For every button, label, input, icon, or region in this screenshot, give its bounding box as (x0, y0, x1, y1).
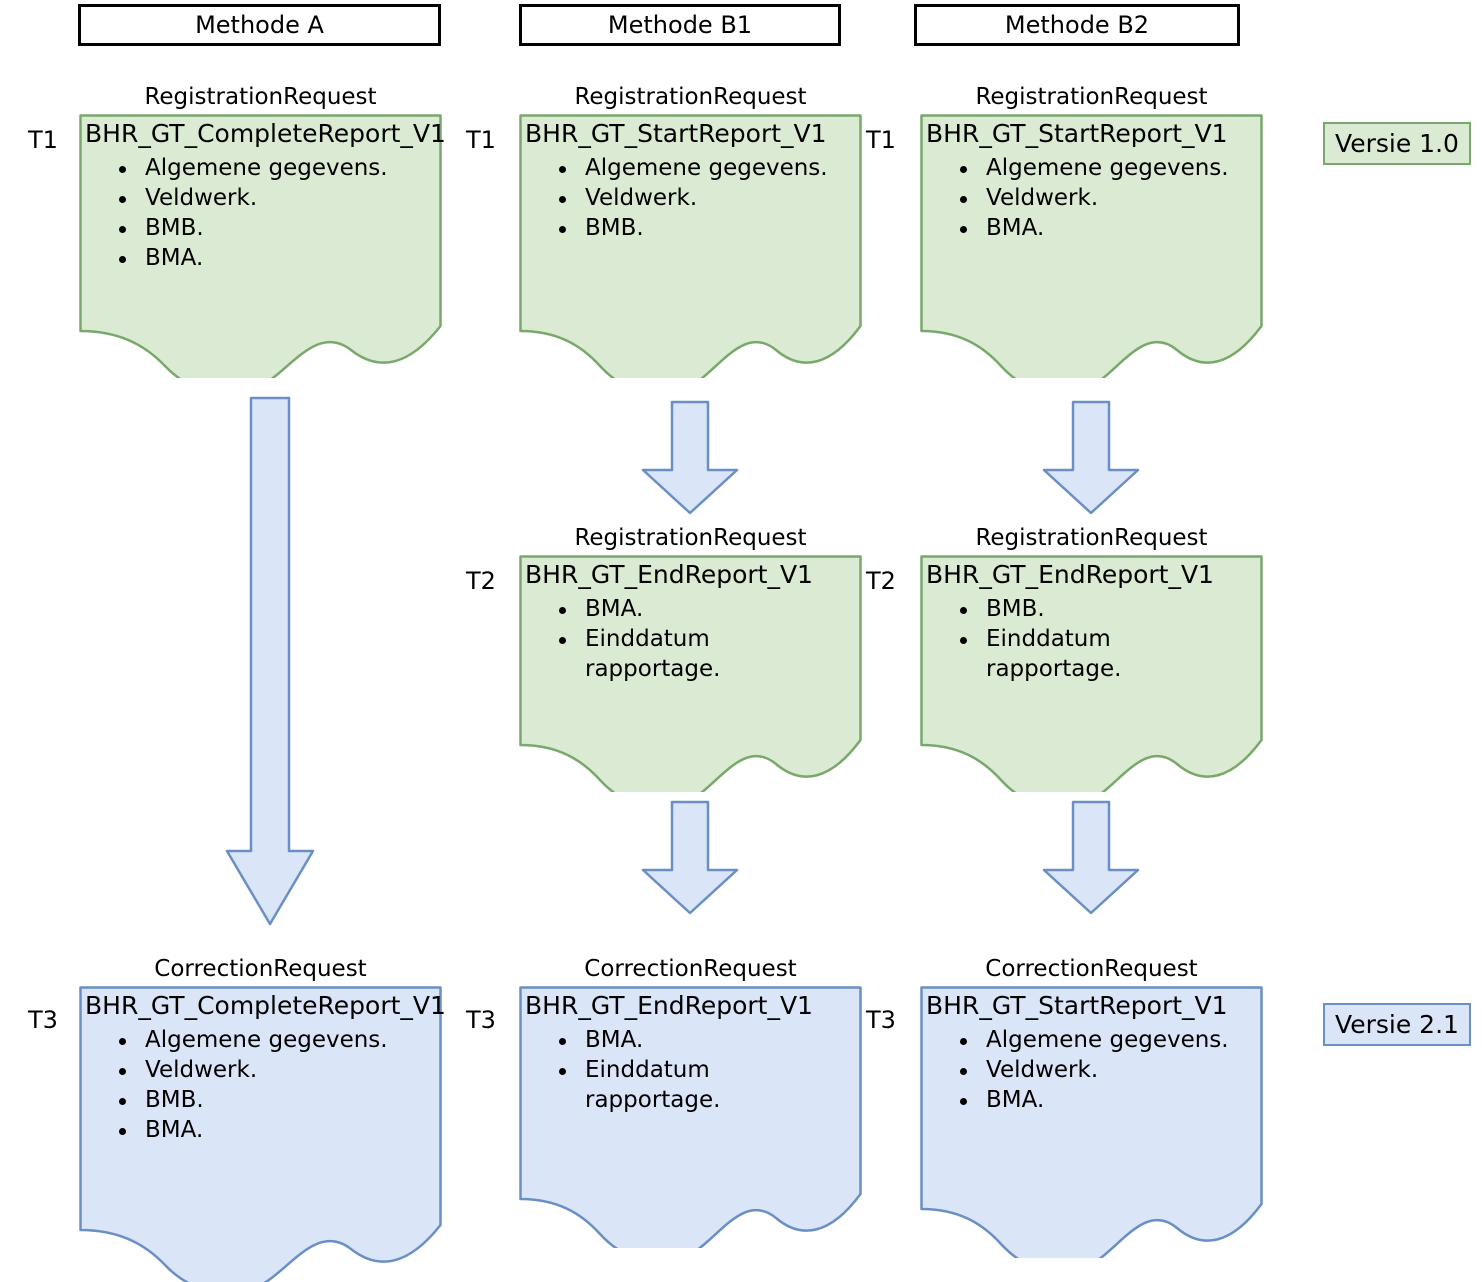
list-item: BMA. (119, 1116, 440, 1146)
card-b2-t1-shape (920, 114, 1263, 378)
card-a-t3-shape (79, 986, 442, 1282)
list-item: Algemene gegevens. (559, 154, 860, 184)
version-badge-1-0-label: Versie 1.0 (1335, 129, 1459, 158)
card-a-t3-list: Algemene gegevens. Veldwerk. BMB. BMA. (85, 1026, 440, 1146)
list-item: Algemene gegevens. (119, 1026, 440, 1056)
card-b1-t3-title: CorrectionRequest (584, 956, 797, 982)
card-b2-t2: RegistrationRequest BHR_GT_EndReport_V1 … (920, 527, 1263, 792)
list-item: Einddatum rapportage. (960, 625, 1156, 685)
version-badge-2-1-label: Versie 2.1 (1335, 1010, 1459, 1039)
time-label-b1-t3: T3 (466, 1006, 496, 1034)
time-label-b2-t1: T1 (866, 126, 896, 154)
card-b1-t2: RegistrationRequest BHR_GT_EndReport_V1 … (519, 527, 862, 792)
list-item: BMB. (119, 214, 440, 244)
flow-arrow-b2-t1-to-t2 (1041, 400, 1141, 515)
list-item: Einddatum rapportage. (559, 625, 755, 685)
card-a-t3: CorrectionRequest BHR_GT_CompleteReport_… (79, 956, 446, 1282)
list-item: Veldwerk. (559, 184, 860, 214)
card-b1-t1-name: BHR_GT_StartReport_V1 (525, 119, 827, 148)
card-a-t1-shape (79, 114, 442, 378)
list-item: BMB. (559, 214, 860, 244)
card-b2-t3-name: BHR_GT_StartReport_V1 (926, 991, 1228, 1020)
version-badge-1-0: Versie 1.0 (1323, 122, 1471, 165)
time-label-a-t3: T3 (28, 1006, 58, 1034)
method-header-a: Methode A (78, 4, 441, 46)
time-label-b1-t1: T1 (466, 126, 496, 154)
list-item: Veldwerk. (119, 1056, 440, 1086)
card-b1-t2-body: BHR_GT_EndReport_V1 BMA. Einddatum rappo… (519, 555, 862, 685)
card-a-t3-title: CorrectionRequest (154, 956, 367, 982)
card-b1-t3-list: BMA. Einddatum rapportage. (525, 1026, 860, 1116)
card-b2-t2-title: RegistrationRequest (975, 525, 1208, 551)
card-b1-t3-name: BHR_GT_EndReport_V1 (525, 991, 813, 1020)
time-label-b2-t3: T3 (866, 1006, 896, 1034)
version-badge-2-1: Versie 2.1 (1323, 1003, 1471, 1046)
list-item: Veldwerk. (960, 1056, 1261, 1086)
card-b2-t2-name: BHR_GT_EndReport_V1 (926, 560, 1214, 589)
card-b1-t1: RegistrationRequest BHR_GT_StartReport_V… (519, 86, 862, 378)
card-b1-t2-title: RegistrationRequest (574, 525, 807, 551)
card-b2-t1-list: Algemene gegevens. Veldwerk. BMA. (926, 154, 1261, 244)
card-b1-t1-list: Algemene gegevens. Veldwerk. BMB. (525, 154, 860, 244)
card-b2-t1-body: BHR_GT_StartReport_V1 Algemene gegevens.… (920, 114, 1263, 244)
method-header-b2-label: Methode B2 (1004, 11, 1150, 39)
list-item: Algemene gegevens. (960, 154, 1261, 184)
card-b2-t1-title: RegistrationRequest (975, 84, 1208, 110)
card-b1-t3-shape (519, 986, 862, 1248)
card-b1-t2-shape (519, 555, 862, 792)
list-item: Einddatum rapportage. (559, 1056, 755, 1116)
card-a-t1-title: RegistrationRequest (144, 84, 377, 110)
method-header-a-label: Methode A (195, 11, 324, 39)
list-item: Veldwerk. (960, 184, 1261, 214)
card-a-t1-name: BHR_GT_CompleteReport_V1 (85, 119, 446, 148)
method-header-b2: Methode B2 (914, 4, 1240, 46)
list-item: Algemene gegevens. (119, 154, 440, 184)
card-b2-t3-title: CorrectionRequest (985, 956, 1198, 982)
card-b2-t2-shape (920, 555, 1263, 792)
card-b2-t3: CorrectionRequest BHR_GT_StartReport_V1 … (920, 958, 1263, 1258)
flow-arrow-b1-t1-to-t2 (640, 400, 740, 515)
card-b2-t3-shape (920, 986, 1263, 1258)
card-a-t1-list: Algemene gegevens. Veldwerk. BMB. BMA. (85, 154, 440, 274)
card-b2-t1-name: BHR_GT_StartReport_V1 (926, 119, 1228, 148)
list-item: BMB. (119, 1086, 440, 1116)
card-b1-t1-title: RegistrationRequest (574, 84, 807, 110)
card-b1-t2-list: BMA. Einddatum rapportage. (525, 595, 860, 685)
list-item: Veldwerk. (119, 184, 440, 214)
flow-arrow-a-t1-to-t3 (225, 396, 315, 926)
flow-arrow-b2-t2-to-t3 (1041, 800, 1141, 915)
method-header-b1-label: Methode B1 (607, 11, 753, 39)
method-header-b1: Methode B1 (519, 4, 841, 46)
list-item: BMA. (559, 1026, 860, 1056)
card-a-t3-body: BHR_GT_CompleteReport_V1 Algemene gegeve… (79, 986, 446, 1146)
list-item: BMA. (960, 214, 1261, 244)
card-b1-t1-body: BHR_GT_StartReport_V1 Algemene gegevens.… (519, 114, 862, 244)
time-label-b2-t2: T2 (866, 567, 896, 595)
card-b2-t3-list: Algemene gegevens. Veldwerk. BMA. (926, 1026, 1261, 1116)
time-label-a-t1: T1 (28, 126, 58, 154)
list-item: BMA. (559, 595, 860, 625)
card-b1-t2-name: BHR_GT_EndReport_V1 (525, 560, 813, 589)
card-b1-t1-shape (519, 114, 862, 378)
card-a-t3-name: BHR_GT_CompleteReport_V1 (85, 991, 446, 1020)
card-b2-t1: RegistrationRequest BHR_GT_StartReport_V… (920, 86, 1263, 378)
card-b1-t3: CorrectionRequest BHR_GT_EndReport_V1 BM… (519, 958, 862, 1248)
list-item: BMA. (960, 1086, 1261, 1116)
card-b2-t2-body: BHR_GT_EndReport_V1 BMB. Einddatum rappo… (920, 555, 1263, 685)
card-b1-t3-body: BHR_GT_EndReport_V1 BMA. Einddatum rappo… (519, 986, 862, 1116)
card-b2-t3-body: BHR_GT_StartReport_V1 Algemene gegevens.… (920, 986, 1263, 1116)
list-item: BMB. (960, 595, 1261, 625)
card-a-t1: RegistrationRequest BHR_GT_CompleteRepor… (79, 84, 446, 378)
flow-arrow-b1-t2-to-t3 (640, 800, 740, 915)
card-a-t1-body: BHR_GT_CompleteReport_V1 Algemene gegeve… (79, 114, 446, 274)
list-item: Algemene gegevens. (960, 1026, 1261, 1056)
card-b2-t2-list: BMB. Einddatum rapportage. (926, 595, 1261, 685)
list-item: BMA. (119, 244, 440, 274)
time-label-b1-t2: T2 (466, 567, 496, 595)
